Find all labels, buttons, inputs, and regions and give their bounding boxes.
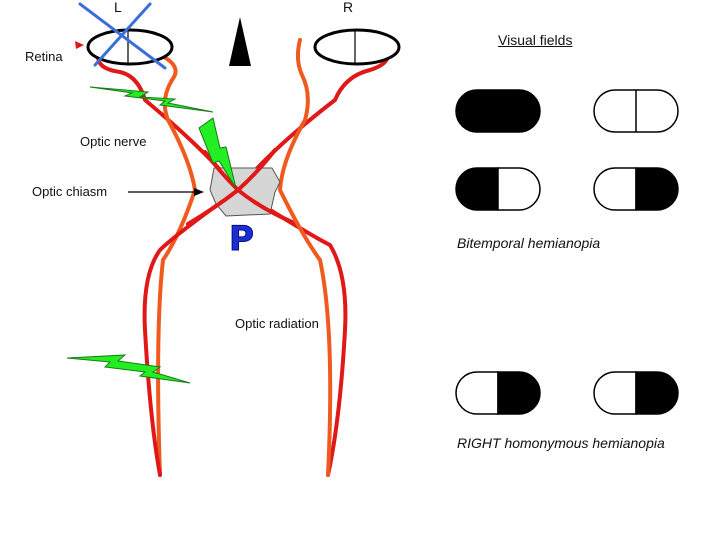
right-eye-fiber-orange [278,38,333,477]
field-homonymous-right [593,371,679,415]
triangle-icon [229,17,251,66]
right-eye-fiber-red [142,45,390,477]
right-eye-label: R [343,0,354,15]
lightning-bolt-icon [66,86,237,384]
field-full-loss-left [455,89,541,133]
left-eye-fiber-orange [156,53,197,477]
retina-label: Retina [25,49,63,64]
homonymous-caption: RIGHT homonymous hemianopia [457,435,665,451]
left-eye [75,28,174,66]
lesion-bolt-radiation [66,354,191,384]
bitemporal-caption: Bitemporal hemianopia [457,235,601,251]
lesion-bolt-optic-nerve [89,86,214,113]
left-eye-label: L [114,0,122,15]
x-cross-icon [78,2,167,70]
field-bitemporal-right [593,167,679,211]
field-bitemporal-left [455,167,541,211]
field-homonymous-left [455,371,541,415]
field-normal-right [593,89,679,133]
visual-field-diagrams [455,89,679,415]
optic-radiation-label: Optic radiation [235,316,319,331]
chiasm-crossing-fibers [186,148,294,226]
visual-fields-title: Visual fields [498,32,573,48]
pituitary-mark: P [229,219,255,259]
optic-nerve-label: Optic nerve [80,134,147,149]
right-eye [313,28,401,66]
optic-chiasm-label: Optic chiasm [32,184,108,199]
lesion-bolt-chiasm [198,117,237,189]
optic-chiasm-pointer [128,188,204,196]
